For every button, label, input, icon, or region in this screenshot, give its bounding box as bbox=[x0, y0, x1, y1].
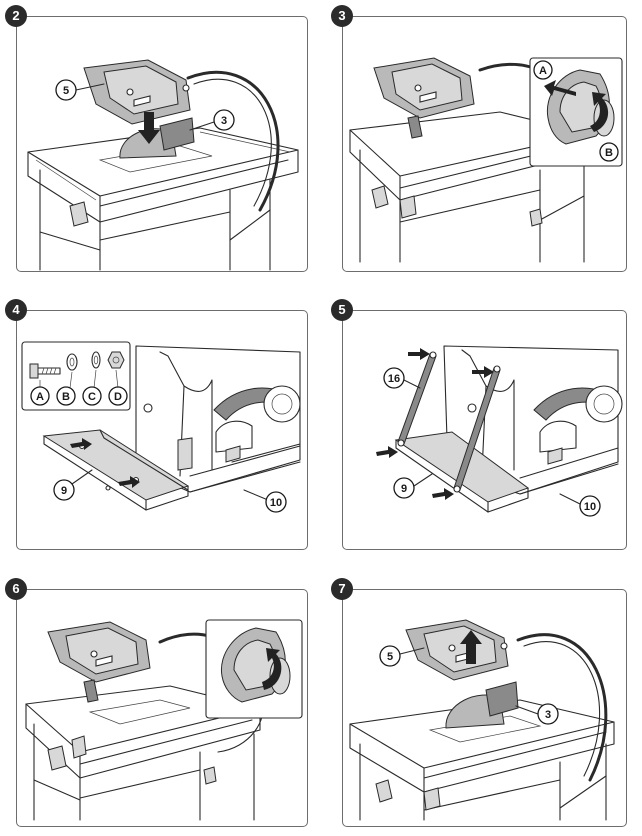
step-6-badge: 6 bbox=[5, 578, 27, 600]
step-7-badge: 7 bbox=[331, 578, 353, 600]
step-4-badge: 4 bbox=[5, 299, 27, 321]
step-3-badge: 3 bbox=[331, 5, 353, 27]
step-6-panel bbox=[16, 589, 308, 827]
step-2-badge: 2 bbox=[5, 5, 27, 27]
step-7-panel bbox=[342, 589, 627, 827]
step-5-panel bbox=[342, 310, 627, 550]
step-2-panel bbox=[16, 16, 308, 272]
step-3-panel bbox=[342, 16, 627, 272]
step-5-badge: 5 bbox=[331, 299, 353, 321]
step-4-panel bbox=[16, 310, 308, 550]
